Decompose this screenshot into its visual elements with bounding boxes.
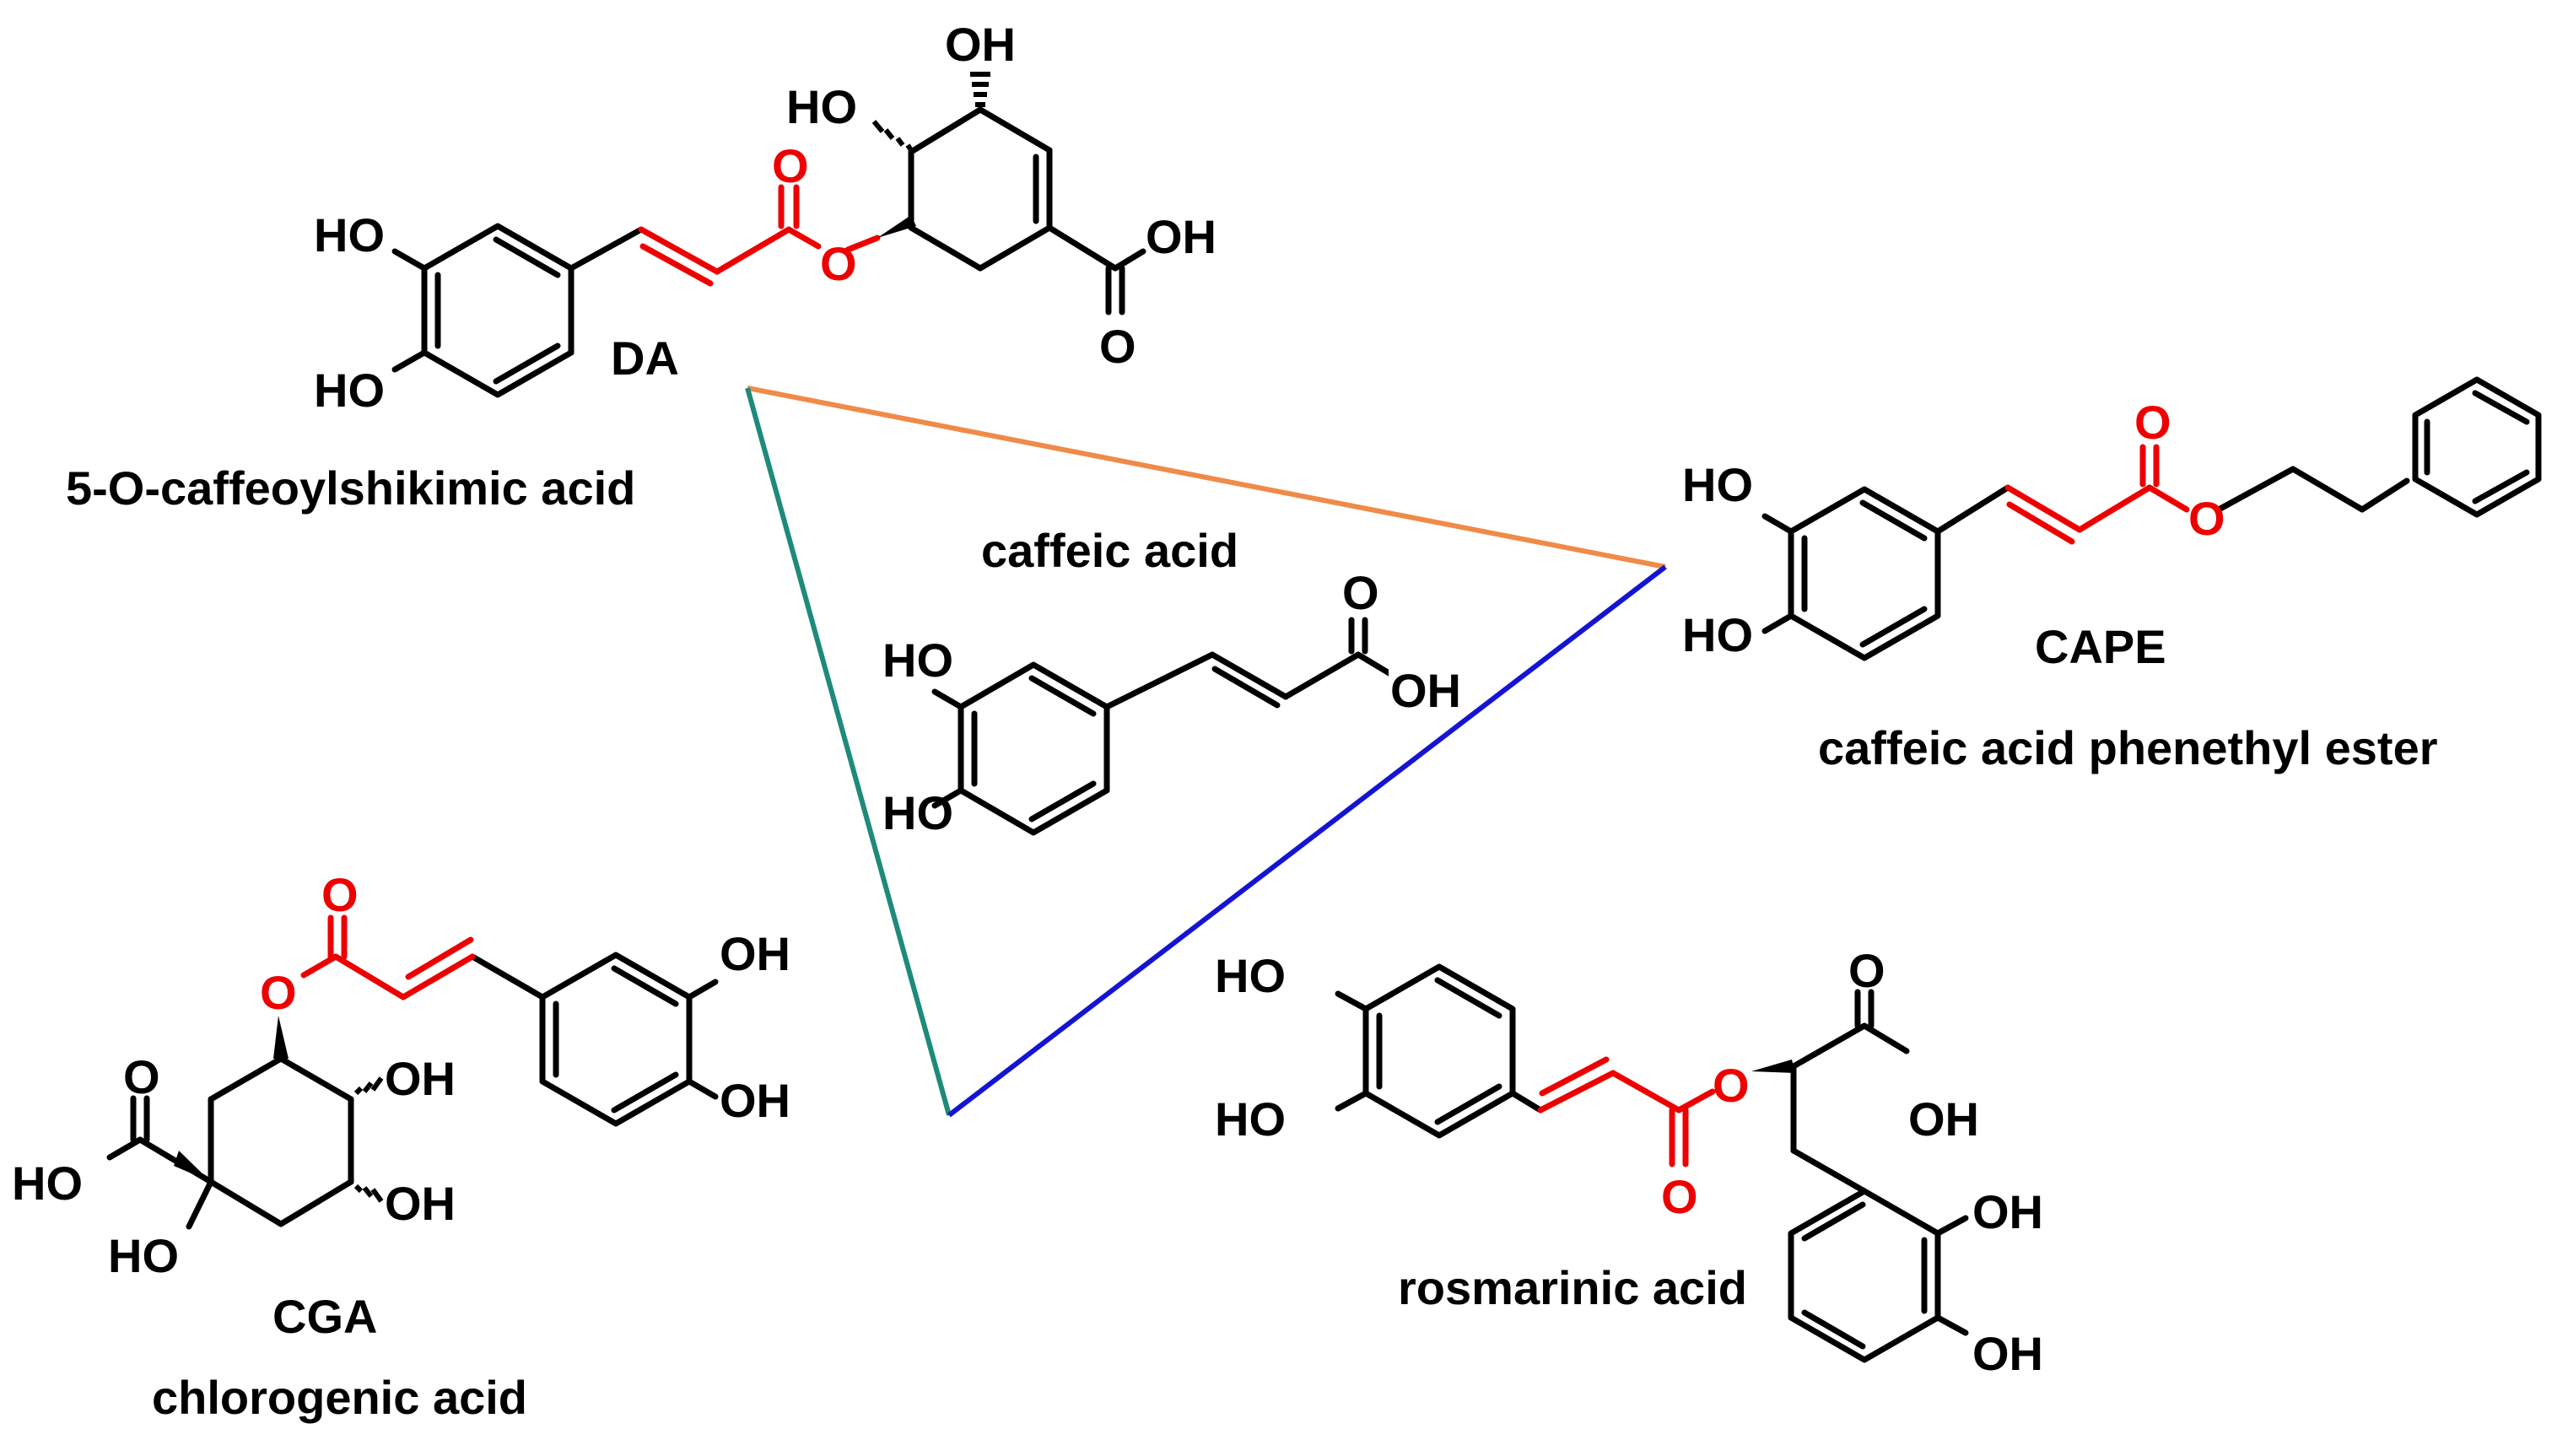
cape-carbonyl-o: O bbox=[2134, 396, 2171, 449]
cga-full-name: chlorogenic acid bbox=[152, 1371, 527, 1424]
edge-da-cape bbox=[747, 386, 1666, 569]
da-structure: HO HO O O OH HO OH O DA 5-O-caffeoylshik… bbox=[66, 18, 1216, 515]
caffeic-acid-name: caffeic acid bbox=[981, 524, 1238, 577]
relationship-triangle bbox=[745, 386, 1667, 1118]
rosmarinic-acid-oh: OH bbox=[1908, 1092, 1979, 1146]
cape-structure: HO HO O O CAPE caffeic acid phenethyl es… bbox=[1682, 376, 2542, 774]
rosmarinic-ho-3: HO bbox=[1215, 949, 1286, 1002]
rosmarinic-acid-name: rosmarinic acid bbox=[1398, 1261, 1747, 1314]
rosmarinic-ester-o: O bbox=[1713, 1059, 1750, 1112]
cga-structure: OH OH O O OH OH O HO HO CGA chlorogenic … bbox=[12, 868, 790, 1424]
caffeic-ho-3: HO bbox=[882, 634, 953, 687]
cga-ester-o: O bbox=[260, 966, 297, 1019]
da-acid-oh: OH bbox=[1146, 210, 1216, 263]
caffeic-ho-4: HO bbox=[882, 786, 953, 839]
da-carbonyl-o: O bbox=[772, 139, 809, 192]
da-ho-3: HO bbox=[314, 208, 385, 262]
da-acid-o: O bbox=[1099, 320, 1136, 373]
rosmarinic-acid-structure: HO HO O O O OH OH OH rosmarinic acid bbox=[1215, 944, 2043, 1380]
da-ho-4: HO bbox=[314, 364, 385, 417]
da-oh-top: OH bbox=[945, 18, 1016, 71]
cape-ester-o: O bbox=[2188, 492, 2225, 545]
rosmarinic-oh-4: OH bbox=[1972, 1327, 2043, 1380]
cga-abbreviation: CGA bbox=[272, 1290, 377, 1343]
cga-oh-4: OH bbox=[720, 1074, 790, 1127]
cga-ring-oh-1: OH bbox=[385, 1052, 456, 1105]
da-ester-o: O bbox=[820, 237, 857, 290]
cape-abbreviation: CAPE bbox=[2035, 620, 2166, 673]
cga-carbonyl-o: O bbox=[321, 868, 359, 921]
cga-acid-ho: HO bbox=[12, 1157, 83, 1210]
caffeic-carbonyl-o: O bbox=[1342, 566, 1379, 619]
cga-quaternary-ho: HO bbox=[108, 1229, 179, 1282]
rosmarinic-oh-3: OH bbox=[1972, 1185, 2043, 1238]
cape-ho-3: HO bbox=[1682, 458, 1753, 511]
cga-acid-o: O bbox=[123, 1050, 160, 1103]
edge-da-cga bbox=[745, 387, 952, 1116]
rosmarinic-ho-4: HO bbox=[1215, 1092, 1286, 1146]
rosmarinic-carbonyl-o: O bbox=[1661, 1170, 1698, 1223]
cga-ring-oh-2: OH bbox=[385, 1177, 456, 1230]
caffeic-acid-structure: HO HO O OH caffeic acid bbox=[882, 524, 1461, 839]
da-full-name: 5-O-caffeoylshikimic acid bbox=[66, 461, 635, 515]
cape-ho-4: HO bbox=[1682, 608, 1753, 661]
cape-full-name: caffeic acid phenethyl ester bbox=[1818, 721, 2438, 774]
caffeic-acid-oh: OH bbox=[1390, 664, 1461, 717]
rosmarinic-acid-o: O bbox=[1848, 944, 1885, 997]
edge-cape-rosmarinic bbox=[947, 564, 1667, 1118]
da-abbreviation: DA bbox=[611, 332, 679, 385]
cga-oh-3: OH bbox=[720, 927, 790, 980]
da-ho-top: HO bbox=[786, 80, 857, 133]
